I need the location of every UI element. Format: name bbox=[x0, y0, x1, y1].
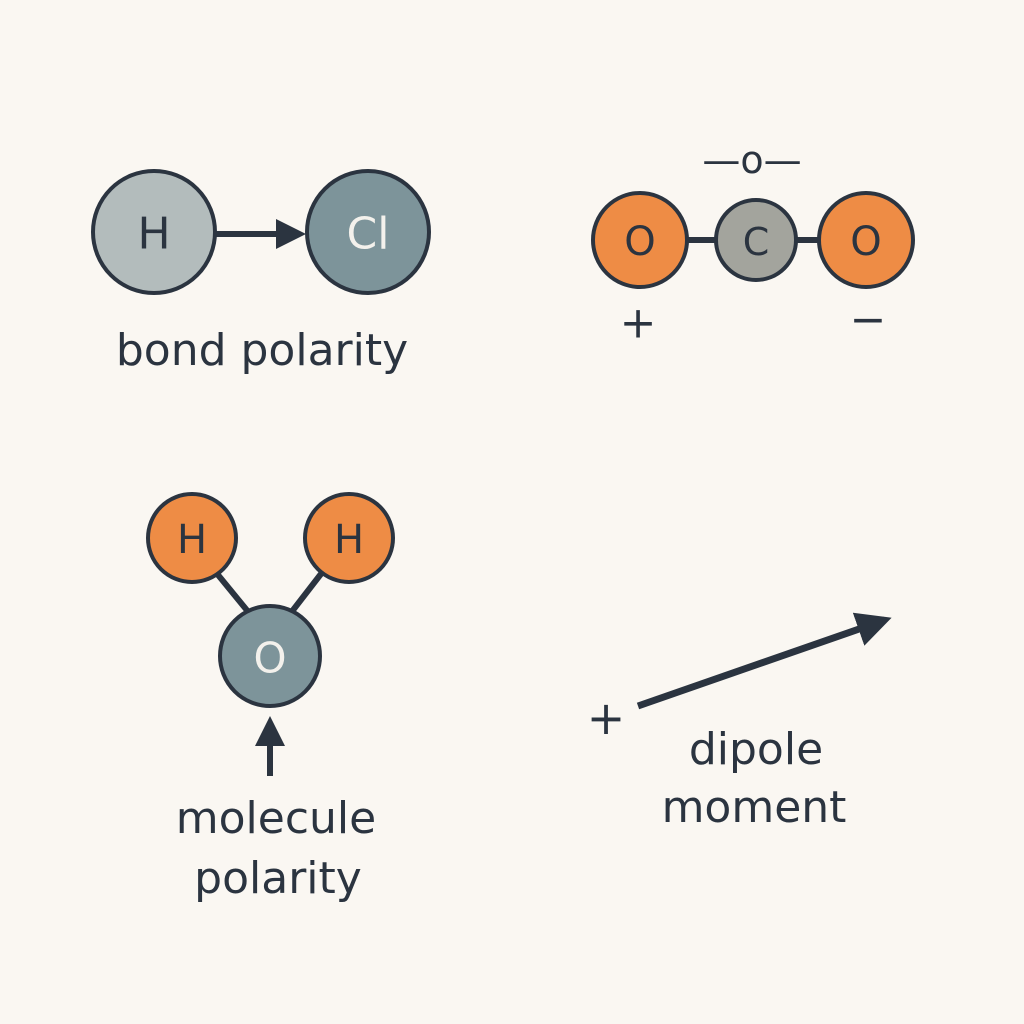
hydrogen-label-hcl: H bbox=[137, 209, 170, 260]
co2-positive-charge: + bbox=[620, 298, 657, 349]
carbon-atom bbox=[714, 198, 798, 282]
co2-negative-charge: − bbox=[850, 295, 887, 346]
molecule-polarity-caption-line1: molecule bbox=[176, 793, 376, 844]
co2-top-label: —o— bbox=[702, 138, 801, 182]
hydrogen-atom-right bbox=[303, 492, 395, 584]
molecule-polarity-caption-line2: polarity bbox=[194, 853, 362, 904]
hydrogen-label-left: H bbox=[177, 517, 207, 563]
water-bond-right bbox=[287, 568, 327, 616]
oxygen-label-left: O bbox=[624, 219, 655, 265]
dipole-moment-caption-line1: dipole bbox=[689, 724, 823, 775]
co2-molecule: —o— O C O + − bbox=[591, 138, 915, 349]
carbon-label: C bbox=[743, 220, 770, 264]
water-bond-left bbox=[211, 568, 253, 616]
chlorine-label: Cl bbox=[347, 209, 390, 260]
dipole-moment-caption-line2: moment bbox=[662, 782, 847, 833]
dipole-arrow bbox=[636, 612, 892, 710]
oxygen-atom-right bbox=[817, 191, 915, 289]
oxygen-label-right: O bbox=[850, 219, 881, 265]
dipole-plus-sign: + bbox=[587, 691, 626, 745]
dipole-moment-group: + dipole moment bbox=[587, 612, 892, 833]
oxygen-label-water: O bbox=[253, 634, 286, 683]
oxygen-atom-water bbox=[218, 604, 322, 708]
hydrogen-atom-left bbox=[146, 492, 238, 584]
hydrogen-label-right: H bbox=[334, 517, 364, 563]
oxygen-atom-left bbox=[591, 191, 689, 289]
bond-polarity-caption: bond polarity bbox=[116, 325, 408, 376]
water-molecule: H H O molecule polarity bbox=[146, 492, 395, 904]
hcl-molecule: H Cl bond polarity bbox=[91, 169, 431, 376]
hydrogen-atom-hcl bbox=[91, 169, 217, 295]
chlorine-atom bbox=[305, 169, 431, 295]
